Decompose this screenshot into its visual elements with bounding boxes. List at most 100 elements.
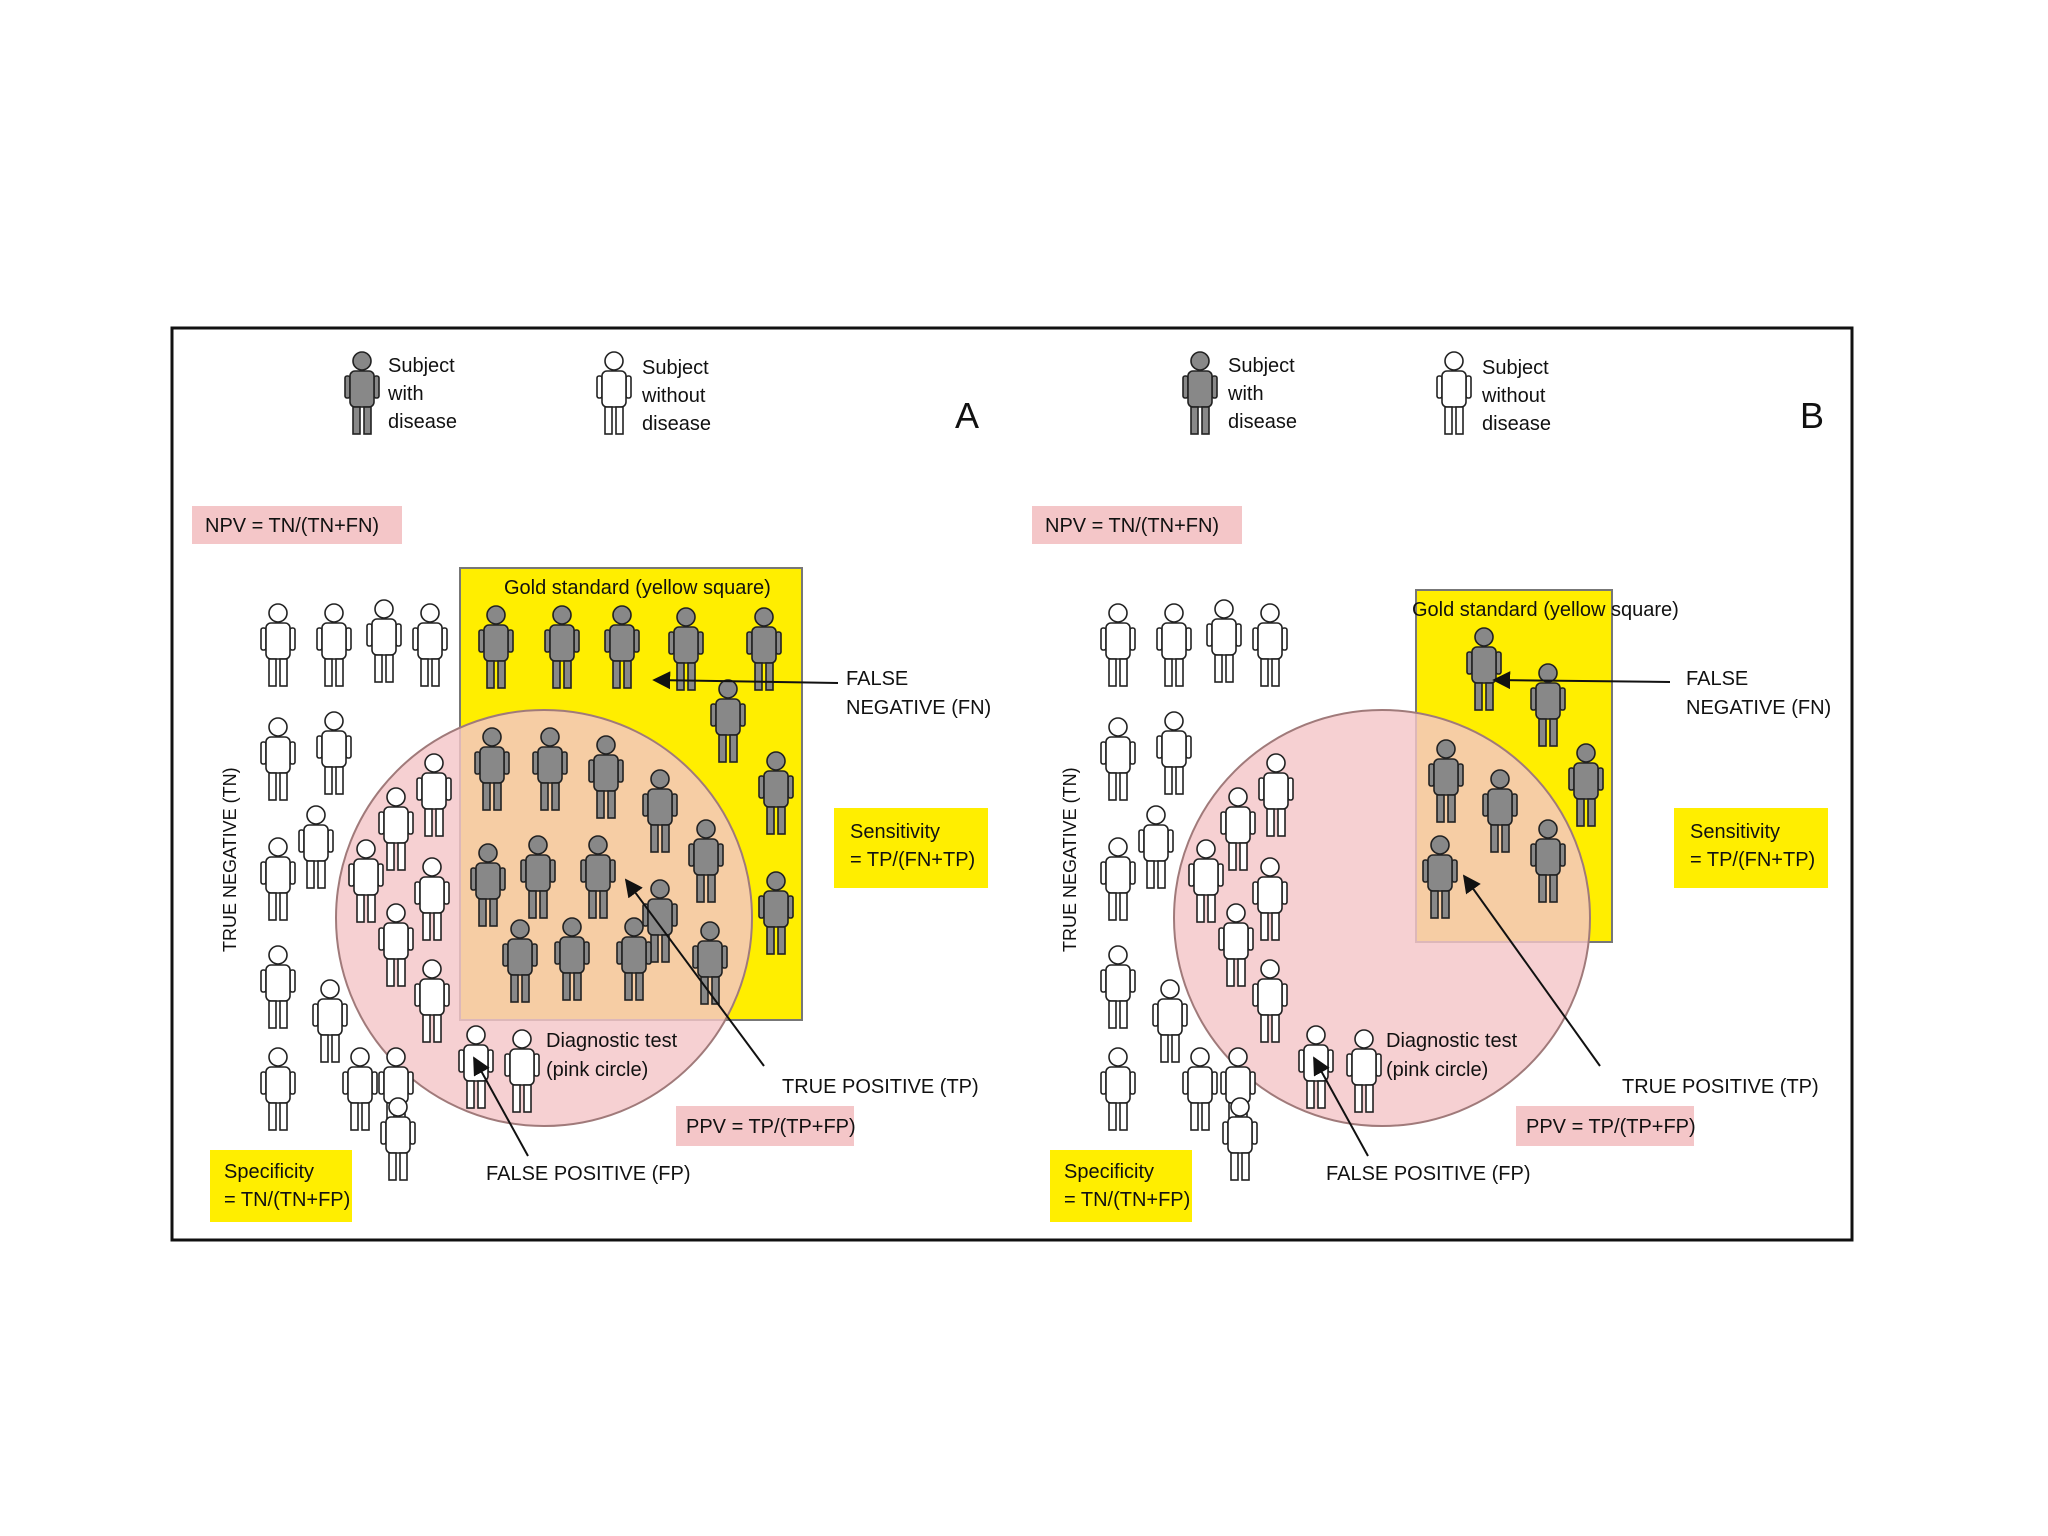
healthy-subject-icon xyxy=(504,1029,540,1113)
legend-label-line: without xyxy=(1481,385,1546,407)
healthy-subject-icon xyxy=(1100,945,1136,1029)
specificity-box xyxy=(210,1150,352,1222)
healthy-subject-icon xyxy=(1252,603,1288,687)
legend-label-line: with xyxy=(387,383,424,405)
healthy-subject-icon xyxy=(1138,805,1174,889)
healthy-subject-icon xyxy=(366,599,402,683)
diseased-subject-icon xyxy=(544,605,580,689)
diseased-subject-icon xyxy=(1422,835,1458,919)
healthy-subject-icon xyxy=(1156,711,1192,795)
diseased-subject-icon xyxy=(532,727,568,811)
diseased-subject-icon xyxy=(710,679,746,763)
legend-label-line: disease xyxy=(1482,413,1551,435)
false-positive-arrow xyxy=(1313,1056,1369,1157)
diseased-subject-icon xyxy=(1182,351,1218,435)
legend-label-line: disease xyxy=(642,413,711,435)
healthy-subject-icon xyxy=(1100,837,1136,921)
false-negative-arrow xyxy=(1492,671,1671,690)
npv-box xyxy=(192,506,402,544)
healthy-subject-icon xyxy=(378,787,414,871)
true-positive-arrow xyxy=(1462,874,1601,1067)
legend-label-line: disease xyxy=(1228,411,1297,433)
healthy-subject-icon xyxy=(596,351,632,435)
diseased-subject-icon xyxy=(520,835,556,919)
healthy-subject-icon xyxy=(412,603,448,687)
healthy-subject-icon xyxy=(1152,979,1188,1063)
false-negative-label: FALSE xyxy=(1686,668,1748,690)
specificity-box xyxy=(1050,1150,1192,1222)
legend-label-line: Subject xyxy=(1228,355,1295,377)
healthy-subject-icon xyxy=(1206,599,1242,683)
healthy-subject-icon xyxy=(414,857,450,941)
npv-formula: NPV = TN/(TN+FN) xyxy=(1045,515,1219,537)
healthy-subject-icon xyxy=(1188,839,1224,923)
diseased-subject-icon xyxy=(642,879,678,963)
healthy-subject-icon xyxy=(260,603,296,687)
diseased-subject-icon xyxy=(1466,627,1502,711)
ppv-box xyxy=(676,1106,854,1146)
specificity-formula: Specificity xyxy=(224,1161,314,1183)
healthy-subject-icon xyxy=(260,837,296,921)
false-positive-arrow xyxy=(473,1056,529,1157)
diseased-subject-icon xyxy=(668,607,704,691)
sensitivity-formula: = TP/(FN+TP) xyxy=(850,849,975,871)
sensitivity-box xyxy=(834,808,988,888)
diseased-subject-icon xyxy=(604,605,640,689)
sensitivity-box xyxy=(1674,808,1828,888)
sensitivity-formula: Sensitivity xyxy=(1690,821,1780,843)
diseased-subject-icon xyxy=(344,351,380,435)
healthy-subject-icon xyxy=(1222,1097,1258,1181)
diseased-subject-icon xyxy=(478,605,514,689)
diagnostic-test-label: Diagnostic test xyxy=(1386,1030,1518,1052)
npv-formula: NPV = TN/(TN+FN) xyxy=(205,515,379,537)
false-positive-label: FALSE POSITIVE (FP) xyxy=(486,1163,691,1185)
diseased-subject-icon xyxy=(470,843,506,927)
healthy-subject-icon xyxy=(1156,603,1192,687)
legend-label-line: disease xyxy=(388,411,457,433)
false-negative-label: NEGATIVE (FN) xyxy=(846,697,991,719)
diseased-subject-icon xyxy=(1482,769,1518,853)
healthy-subject-icon xyxy=(1436,351,1472,435)
healthy-subject-icon xyxy=(342,1047,378,1131)
healthy-subject-icon xyxy=(378,903,414,987)
healthy-subject-icon xyxy=(596,351,632,435)
diseased-subject-icon xyxy=(344,351,380,435)
true-positive-arrow xyxy=(624,878,765,1067)
false-negative-label: NEGATIVE (FN) xyxy=(1686,697,1831,719)
legend-label-line: Subject xyxy=(642,357,709,379)
diseased-subject-icon xyxy=(688,819,724,903)
healthy-subject-icon xyxy=(1252,857,1288,941)
legend-without-disease: Subject without disease xyxy=(596,351,711,435)
legend-label-line: Subject xyxy=(388,355,455,377)
healthy-subject-icon xyxy=(416,753,452,837)
false-positive-label: FALSE POSITIVE (FP) xyxy=(1326,1163,1531,1185)
legend-label-line: with xyxy=(1227,383,1264,405)
diseased-subject-icon xyxy=(758,751,794,835)
healthy-subject-icon xyxy=(380,1097,416,1181)
healthy-subject-icon xyxy=(260,945,296,1029)
false-negative-arrow xyxy=(652,671,839,690)
diagnostic-test-label: Diagnostic test xyxy=(546,1030,678,1052)
healthy-subject-icon xyxy=(1100,603,1136,687)
healthy-subject-icon xyxy=(1182,1047,1218,1131)
healthy-subject-icon xyxy=(312,979,348,1063)
panel-letter: B xyxy=(1800,395,1824,436)
panel-letter: A xyxy=(955,395,979,436)
false-negative-label: FALSE xyxy=(846,668,908,690)
healthy-subject-icon xyxy=(316,711,352,795)
diseased-subject-icon xyxy=(1530,819,1566,903)
gold-standard-label: Gold standard (yellow square) xyxy=(504,577,771,599)
diseased-subject-icon xyxy=(616,917,652,1001)
ppv-box xyxy=(1516,1106,1694,1146)
healthy-subject-icon xyxy=(1100,1047,1136,1131)
true-negative-label: TRUE NEGATIVE (TN) xyxy=(220,767,240,952)
legend-with-disease: Subject with disease xyxy=(344,351,457,435)
gold-standard-label: Gold standard (yellow square) xyxy=(1412,599,1679,621)
legend-label-line: Subject xyxy=(1482,357,1549,379)
subject-figures xyxy=(260,599,794,1181)
diseased-subject-icon xyxy=(554,917,590,1001)
specificity-formula: = TN/(TN+FP) xyxy=(224,1189,350,1211)
true-positive-label: TRUE POSITIVE (TP) xyxy=(1622,1076,1819,1098)
healthy-subject-icon xyxy=(316,603,352,687)
